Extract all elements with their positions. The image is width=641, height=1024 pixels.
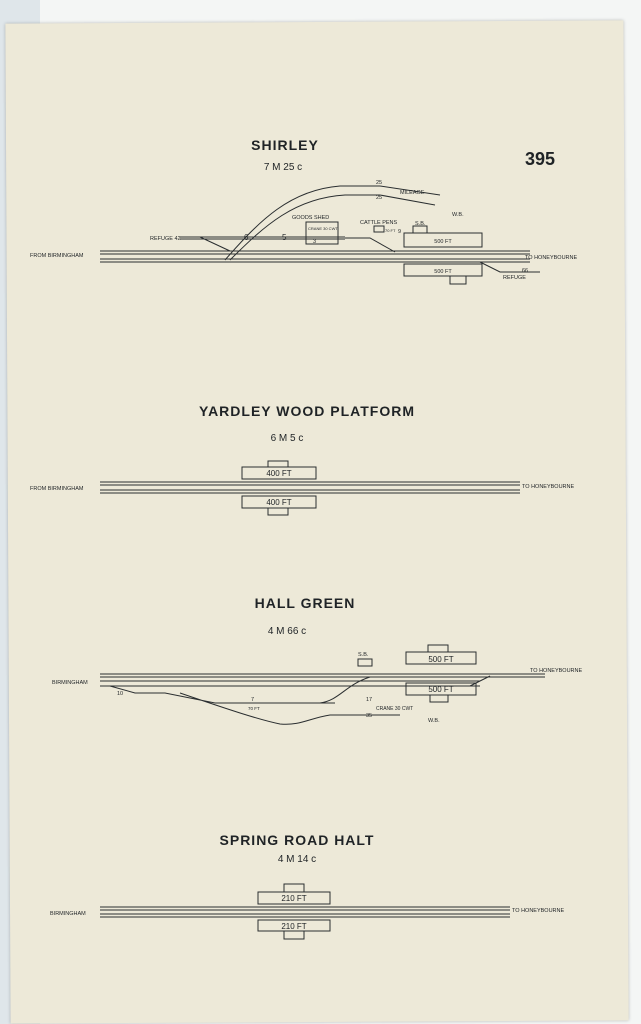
label-weighbridge: W.B.	[428, 718, 440, 724]
label-crane: CRANE 30 CWT	[376, 706, 413, 712]
label-weighbridge: W.B.	[452, 212, 464, 218]
building	[427, 644, 449, 653]
station-title: SHIRLEY	[251, 137, 319, 153]
station-title: HALL GREEN	[255, 595, 356, 611]
label-signal-box: S.B.	[415, 221, 426, 227]
siding-number: 3	[313, 239, 316, 245]
station-mileage: 6 M 5 c	[271, 433, 304, 444]
down-refuge	[479, 261, 540, 273]
platform-down	[403, 263, 483, 277]
platform-length: 210 FT	[281, 894, 306, 903]
main-lines	[100, 250, 530, 263]
siding-number: 66	[522, 268, 528, 274]
siding-number: 17	[366, 697, 372, 703]
goods-shed	[305, 221, 339, 245]
label-to: TO HONEYBOURNE	[525, 255, 577, 261]
building	[267, 507, 289, 516]
building	[267, 460, 289, 468]
platform-length: 210 FT	[281, 922, 306, 931]
building	[429, 694, 449, 703]
label-refuge: REFUGE	[503, 275, 526, 281]
refuge-siding	[180, 236, 396, 253]
siding-number: 7	[251, 697, 254, 703]
page-number: 395	[525, 149, 555, 169]
station-mileage: 7 M 25 c	[264, 162, 302, 173]
station-mileage: 4 M 66 c	[268, 626, 306, 637]
label-crane: CRANE 30 CWT	[308, 226, 338, 231]
label-from: FROM BIRMINGHAM	[30, 486, 84, 492]
siding-curve	[224, 185, 380, 261]
label-cattle-pens: CATTLE PENS	[360, 220, 398, 226]
siding-number: 6	[244, 233, 249, 242]
diagram-spring-road-halt: SPRING ROAD HALT 4 M 14 c BIRMINGHAM TO …	[50, 832, 564, 940]
diagram-shirley: SHIRLEY 7 M 25 c FROM BIRMINGHAM TO HONE…	[30, 137, 577, 285]
platform-length: 400 FT	[266, 469, 291, 478]
building	[283, 883, 305, 893]
label-to: TO HONEYBOURNE	[530, 668, 582, 674]
platform-length: 500 FT	[428, 685, 453, 694]
platform-length: 500 FT	[428, 655, 453, 664]
station-title: SPRING ROAD HALT	[220, 832, 375, 848]
main-lines	[100, 481, 520, 494]
platform-length: 500 FT	[434, 239, 452, 245]
signal-box	[357, 658, 373, 667]
diagram-yardley-wood: YARDLEY WOOD PLATFORM 6 M 5 c FROM BIRMI…	[30, 403, 574, 516]
siding-number: 9	[398, 229, 401, 235]
building	[449, 275, 467, 285]
signal-box	[412, 225, 428, 234]
cattle-pens	[373, 225, 385, 233]
label-refuge: REFUGE 42	[150, 236, 181, 242]
siding-number: 5	[282, 233, 287, 242]
label-to: TO HONEYBOURNE	[512, 908, 564, 914]
siding-number: 25	[376, 180, 382, 186]
main-lines	[100, 673, 545, 687]
label-signal-box: S.B.	[358, 652, 369, 658]
platform-up	[403, 232, 483, 248]
label-length: 70 FT	[385, 228, 396, 233]
label-from: BIRMINGHAM	[52, 680, 88, 686]
label-to: TO HONEYBOURNE	[522, 484, 574, 490]
label-mileage: MILEAGE	[400, 190, 425, 196]
diagram-hall-green: HALL GREEN 4 M 66 c BIRMINGHAM TO HONEYB…	[52, 595, 582, 725]
sidings	[109, 675, 491, 725]
siding-number: 25	[376, 195, 382, 201]
label-length: 70 FT	[248, 706, 260, 711]
platform-length: 400 FT	[266, 498, 291, 507]
mileage-sidings	[379, 185, 441, 206]
building	[283, 930, 305, 940]
siding-number: 10	[117, 691, 123, 697]
label-from: FROM BIRMINGHAM	[30, 253, 84, 259]
station-title: YARDLEY WOOD PLATFORM	[199, 403, 415, 419]
label-from: BIRMINGHAM	[50, 911, 86, 917]
platform-length: 500 FT	[434, 269, 452, 275]
label-goods-shed: GOODS SHED	[292, 215, 329, 221]
station-mileage: 4 M 14 c	[278, 854, 316, 865]
siding-number: 35	[366, 713, 372, 719]
main-lines	[100, 906, 510, 918]
